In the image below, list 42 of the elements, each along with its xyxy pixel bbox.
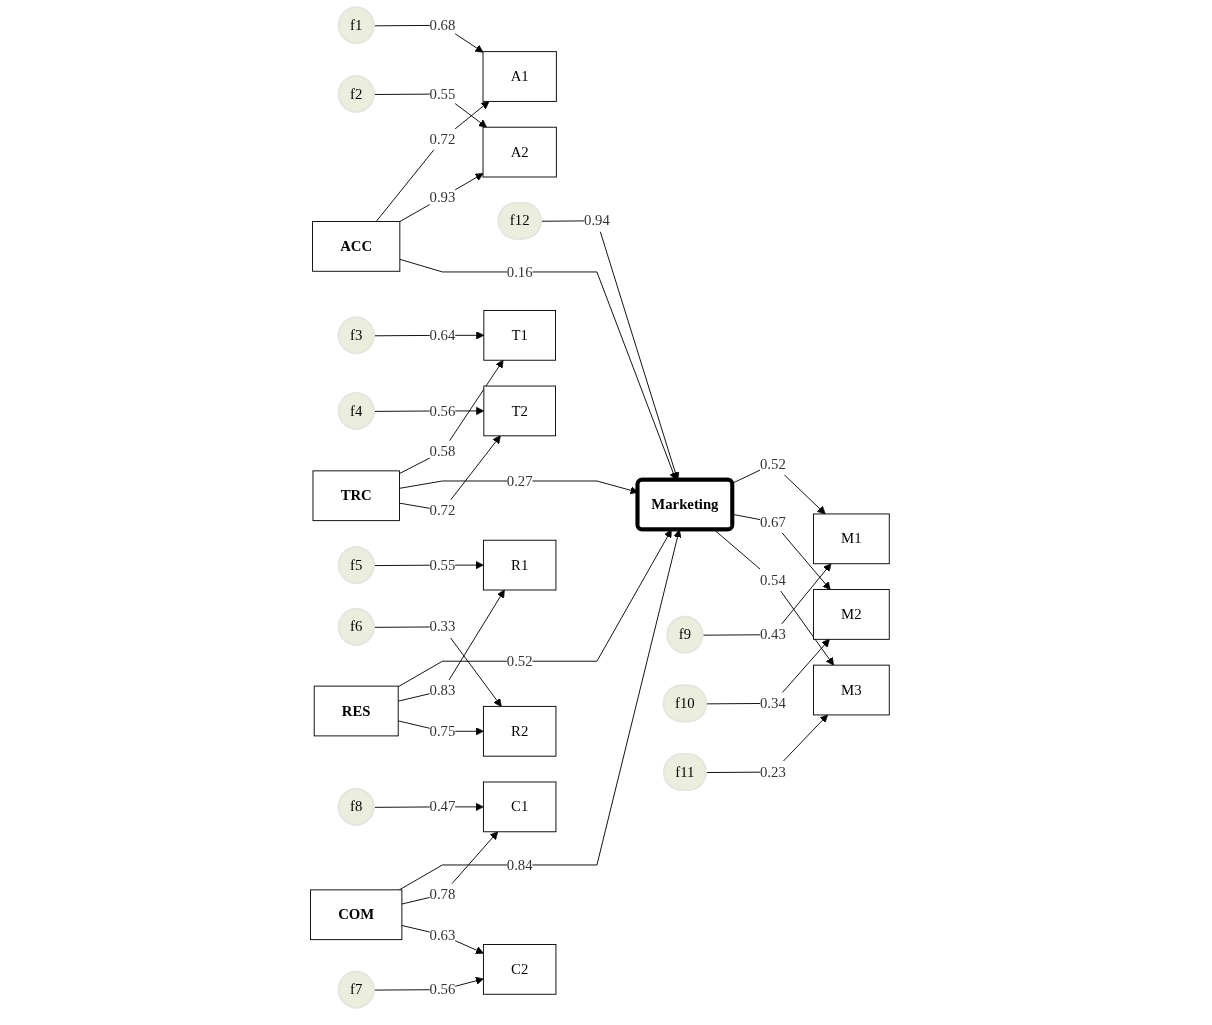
node-box: C1: [483, 781, 557, 833]
node-box: M1: [813, 513, 890, 565]
edge-label: 0.78: [429, 886, 456, 902]
node-box: M2: [813, 589, 890, 640]
edge-label: 0.23: [760, 763, 786, 780]
edge-label: 0.67: [760, 513, 786, 530]
node-box: T2: [483, 385, 557, 437]
node-box: COM: [310, 889, 403, 941]
node-box: M3: [813, 664, 890, 716]
edge-label: 0.56: [429, 402, 456, 419]
edge-label: 0.68: [429, 17, 456, 33]
node-box: R1: [483, 539, 557, 591]
edge-label: 0.64: [429, 327, 456, 343]
edge-label: 0.55: [429, 85, 456, 102]
edge-label: 0.63: [429, 926, 456, 943]
edge-label: 0.75: [429, 722, 456, 739]
edge-label: 0.72: [429, 502, 456, 518]
edge-label: 0.84: [506, 856, 533, 873]
edge-label: 0.33: [429, 618, 456, 635]
edge-label: 0.52: [760, 455, 786, 472]
edge-label: 0.16: [506, 263, 533, 280]
node-box: C2: [483, 944, 557, 995]
edge-label: 0.55: [429, 556, 456, 573]
node-box: T1: [483, 310, 557, 361]
node-box: TRC: [312, 470, 400, 522]
edge-label: 0.43: [760, 626, 786, 643]
edge-label: 0.47: [429, 798, 456, 815]
edge-label: 0.94: [584, 212, 610, 229]
edge-label: 0.27: [506, 472, 533, 489]
node-box: A1: [482, 51, 557, 102]
node-box: RES: [313, 685, 399, 737]
edge-label: 0.72: [429, 130, 456, 147]
edge-label: 0.54: [760, 571, 786, 588]
edge-label: 0.52: [506, 652, 533, 669]
edge-label: 0.34: [760, 695, 786, 711]
node-box: ACC: [312, 221, 401, 272]
node-box: R2: [483, 705, 557, 757]
edge-label: 0.58: [429, 443, 456, 459]
edge-label: 0.56: [429, 981, 456, 998]
edge-label: 0.83: [429, 682, 456, 699]
edge-label: 0.93: [429, 188, 456, 205]
node-box: A2: [482, 126, 557, 178]
